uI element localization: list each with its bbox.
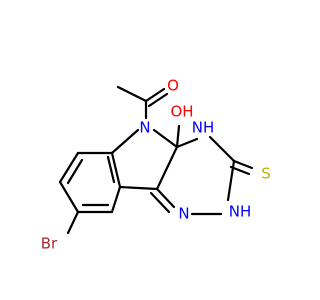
bond-c9b-oh <box>175 124 181 149</box>
nitrogen-atom-label: N <box>139 119 150 137</box>
bond-c7-c6 <box>58 180 80 214</box>
bond-c3-s-a <box>232 159 254 170</box>
bond-nh-upper-c3 <box>208 135 236 163</box>
molecule-structure: O N OH NH S NH N Br <box>41 77 271 253</box>
bond-c5-c4b <box>110 185 122 214</box>
bond-methyl-carbonyl <box>116 85 148 103</box>
hydroxyl-label: OH <box>170 103 193 121</box>
sulfur-atom-label: S <box>261 165 271 183</box>
nh-upper-label: NH <box>192 119 215 137</box>
bond-c9b-nh-upper <box>175 137 199 149</box>
bond-c8-c7-inner <box>66 158 84 185</box>
bond-c6-br <box>66 210 80 235</box>
bonds <box>58 85 254 235</box>
bond-c9a-c4b <box>118 185 159 191</box>
bond-n-c9a <box>155 187 176 209</box>
bond-carbonyl-double-b <box>147 92 169 108</box>
imine-nitrogen-label: N <box>178 205 189 223</box>
bond-c8a-c4b-inner <box>106 155 116 184</box>
nh-lower-label: NH <box>229 203 252 221</box>
oxygen-atom-label: O <box>167 77 179 95</box>
bond-n-c9b <box>152 128 179 149</box>
bond-c8a-n <box>110 128 140 155</box>
bond-c4b-c8a <box>110 151 122 189</box>
bond-c9b-c9a <box>155 145 179 191</box>
bromine-atom-label: Br <box>41 235 58 253</box>
atom-labels: O N OH NH S NH N Br <box>41 77 271 253</box>
molecule-canvas: O N OH NH S NH N Br <box>40 76 271 253</box>
bond-n-c9a-double <box>149 191 171 214</box>
bond-c3-nh-lower <box>226 159 236 202</box>
bond-c8-c7 <box>58 151 80 184</box>
bond-carbonyl-double-a <box>144 87 166 103</box>
